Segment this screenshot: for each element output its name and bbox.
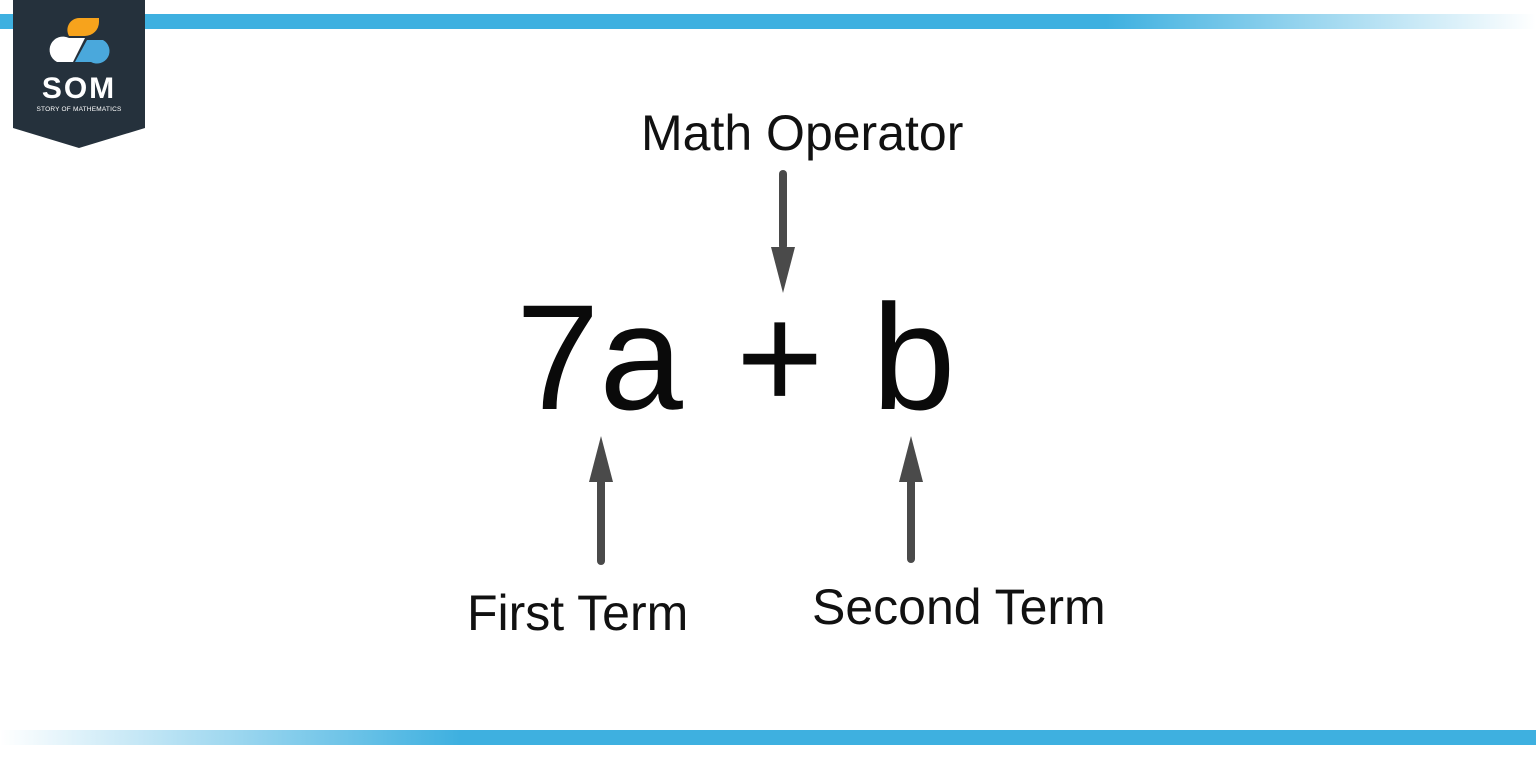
expression-second-term: b: [872, 273, 956, 441]
first-term-arrow: [589, 436, 613, 565]
som-mark-icon: [49, 18, 110, 64]
math-operator-label: Math Operator: [641, 105, 964, 161]
logo-tagline: STORY OF MATHEMATICS: [36, 106, 122, 113]
expression-first-term: 7a: [516, 273, 683, 441]
som-logo: SOM STORY OF MATHEMATICS: [13, 0, 145, 148]
bottom-stripe: [0, 730, 1536, 745]
second-term-arrow: [899, 436, 923, 563]
top-stripe: [0, 14, 1536, 29]
expression-operator: +: [736, 273, 824, 441]
operator-arrow: [771, 170, 795, 293]
second-term-label: Second Term: [812, 579, 1106, 635]
logo-badge: [13, 0, 145, 148]
logo-name: SOM: [41, 72, 117, 105]
first-term-label: First Term: [467, 585, 689, 641]
